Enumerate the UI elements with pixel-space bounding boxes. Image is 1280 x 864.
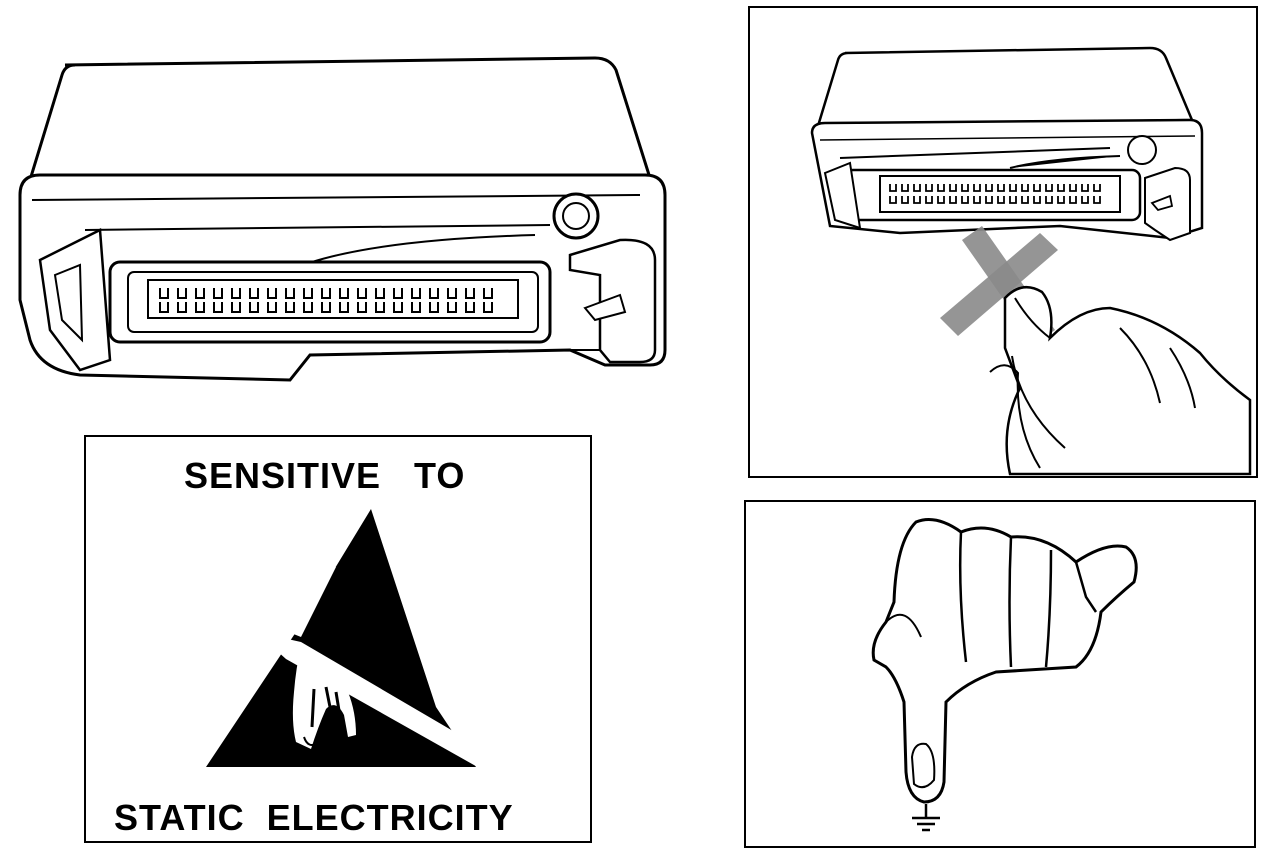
grounding-hand-illustration	[871, 518, 1138, 832]
warning-top-text: SENSITIVE TO	[184, 455, 466, 496]
static-warning-sign: SENSITIVE TO STATIC ELECTRICITY	[84, 435, 592, 843]
grounding-panel	[744, 500, 1256, 848]
control-unit-illustration	[10, 50, 670, 395]
do-not-touch-panel	[748, 6, 1258, 478]
ecu-connector-touch-illustration	[810, 46, 1252, 476]
ground-symbol-icon	[912, 804, 940, 832]
esd-hand-triangle-icon	[206, 509, 506, 769]
warning-bottom-text: STATIC ELECTRICITY	[114, 797, 514, 838]
ecu-module-icon	[18, 56, 667, 382]
